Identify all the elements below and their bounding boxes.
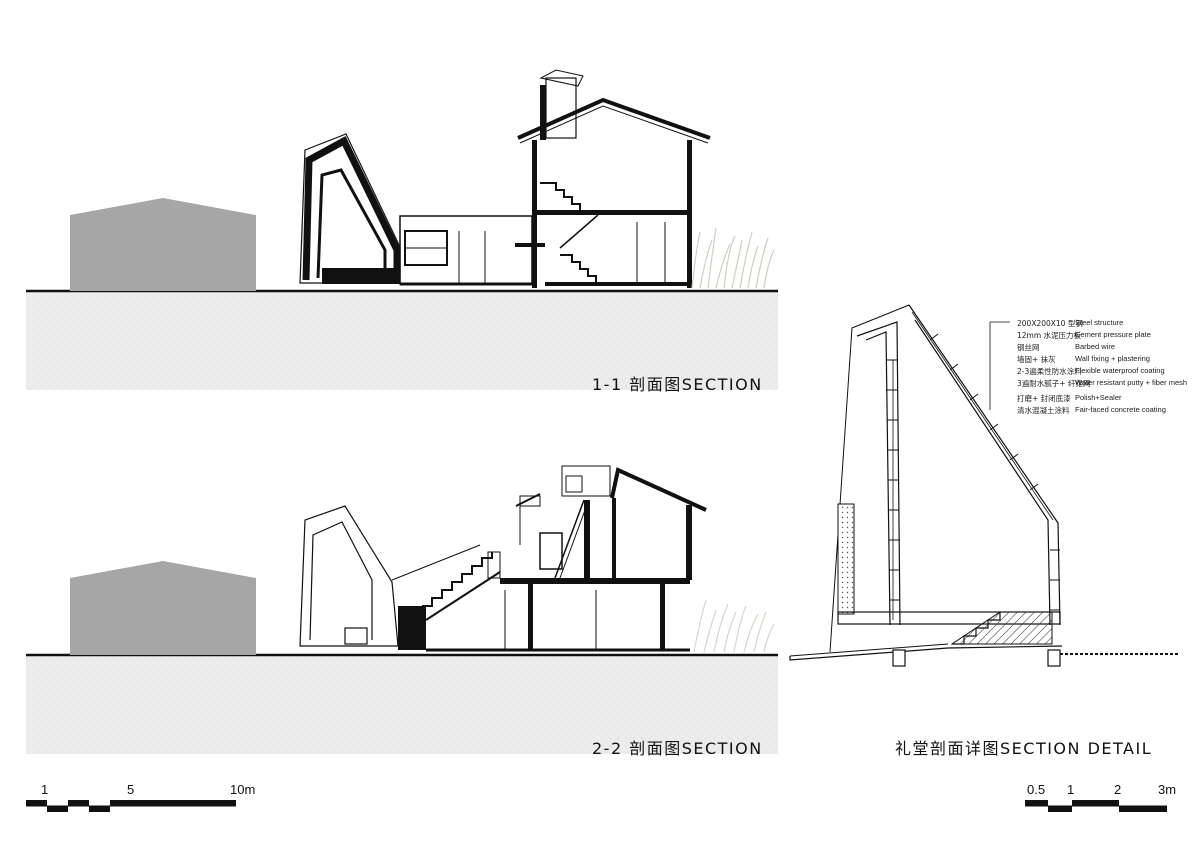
legend-item-en: Water resistant putty + fiber mesh (1075, 378, 1188, 387)
legend-item-cn: 清水混凝土涂料 (1017, 406, 1070, 415)
legend-item-en: Polish+Sealer (1075, 393, 1122, 402)
scale-detail-label-1: 1 (1067, 782, 1075, 797)
section-1-title: 1-1 剖面图SECTION (592, 375, 763, 394)
detail-steel-ticks (886, 333, 1060, 611)
scale-main-label-1: 1 (41, 782, 49, 797)
legend-item-en: Cement pressure plate (1075, 330, 1151, 339)
section-2-2 (26, 465, 778, 754)
house-section-2 (515, 465, 707, 580)
detail-floor (789, 611, 1180, 667)
section-2-title: 2-2 剖面图SECTION (592, 739, 763, 758)
section-1-1 (26, 69, 778, 390)
scale-detail-label-0-5: 0.5 (1027, 782, 1046, 797)
legend-item-cn: 200X200X10 型钢 (1017, 319, 1083, 328)
detail-wall-right (908, 304, 1061, 626)
scale-detail-label-3m: 3m (1158, 782, 1177, 797)
legend-item-cn: 3遍耐水腻子+ 纤维网 (1017, 379, 1091, 388)
legend-item-en: Steel structure (1075, 318, 1124, 327)
scale-bar-main (26, 800, 236, 812)
chapel-section-1 (299, 133, 401, 284)
scale-main-label-5: 5 (127, 782, 135, 797)
legend-item-cn: 打磨+ 封闭底漆 (1017, 394, 1071, 403)
scale-main-label-10m: 10m (230, 782, 256, 797)
legend-item-en: Flexible waterproof coating (1075, 366, 1165, 375)
detail-bench (837, 503, 855, 615)
detail-wall-left (856, 321, 901, 626)
legend-item-cn: 12mm 水泥压力板 (1017, 331, 1082, 340)
legend-item-en: Barbed wire (1075, 342, 1116, 351)
scale-bar-detail (1025, 800, 1167, 812)
neighbor-building-2 (70, 561, 256, 655)
legend-item-cn: 钢丝网 (1017, 343, 1040, 352)
grass-2 (693, 599, 775, 653)
neighbor-building-1 (70, 198, 256, 291)
legend-item-en: Wall fixing + plastering (1075, 354, 1150, 363)
grass-1 (691, 227, 775, 289)
legend-item-en: Fair-faced concrete coating (1075, 405, 1166, 414)
legend-leader (989, 321, 1010, 410)
middle-block-1 (399, 215, 545, 286)
stair-block-2 (391, 544, 690, 652)
legend-item-cn: 2-3遍柔性防水涂料 (1017, 367, 1082, 376)
scale-detail-label-2: 2 (1114, 782, 1122, 797)
chapel-section-2 (299, 505, 399, 647)
ground-fill-1 (26, 292, 778, 390)
section-detail (789, 304, 1180, 667)
ground-fill-2 (26, 656, 778, 754)
section-detail-title: 礼堂剖面详图SECTION DETAIL (895, 739, 1153, 758)
house-section-1 (517, 69, 711, 288)
legend-item-cn: 墙固+ 抹灰 (1017, 355, 1056, 364)
